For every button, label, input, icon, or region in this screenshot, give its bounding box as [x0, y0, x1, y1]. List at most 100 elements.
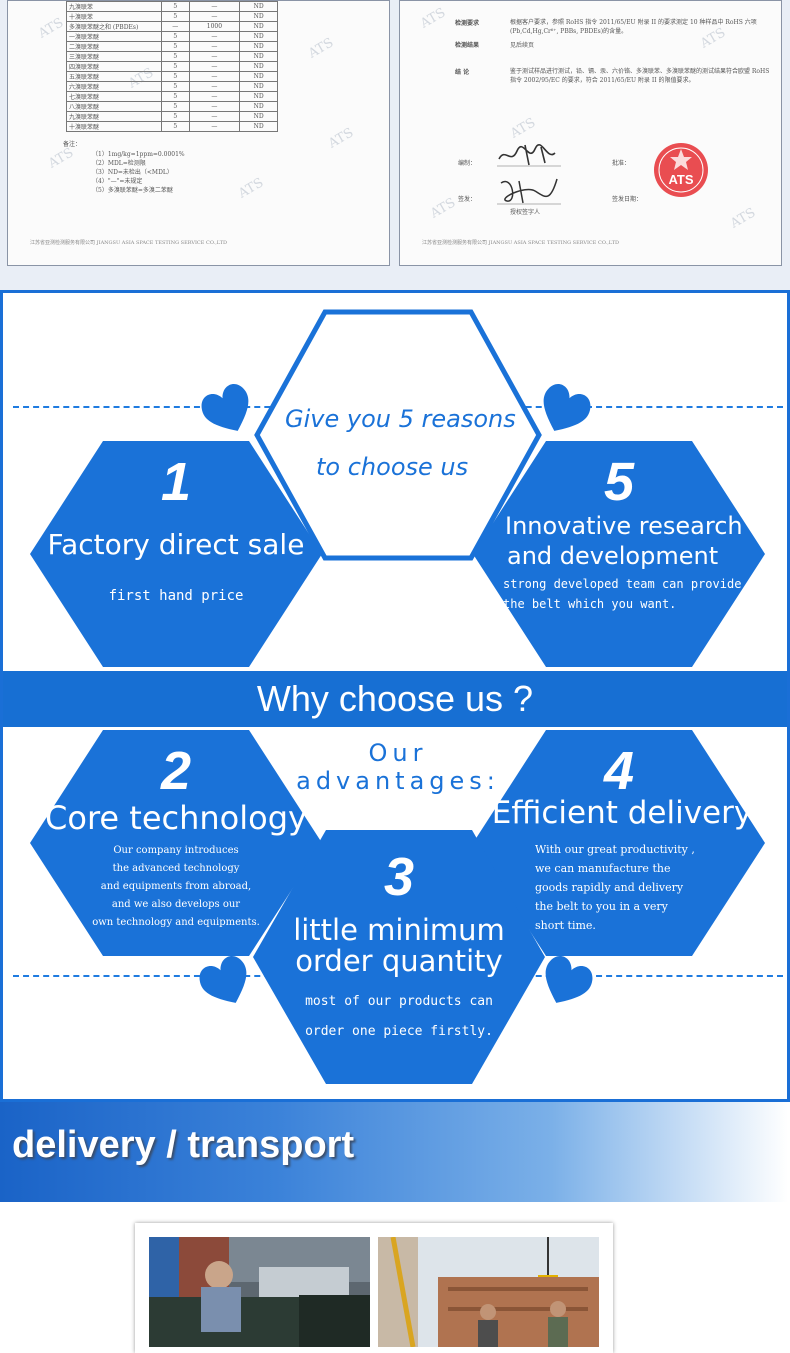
table-cell: 十溴联苯	[66, 11, 162, 22]
reason-desc: most of our products can	[305, 994, 493, 1009]
reason-title: Factory direct sale	[47, 528, 305, 561]
signature-prepared	[497, 144, 561, 167]
loading-photo	[378, 1237, 599, 1347]
table-cell: —	[188, 111, 241, 122]
table-cell: ND	[239, 111, 278, 122]
table-cell: ND	[239, 51, 278, 62]
table-cell: ND	[239, 41, 278, 52]
reason-number: 3	[383, 847, 415, 907]
watermark: ATS	[306, 35, 337, 62]
reason-desc: goods rapidly and delivery	[535, 881, 684, 894]
table-cell: —	[188, 81, 241, 92]
table-cell: ND	[239, 101, 278, 112]
intro-hexagon	[254, 309, 542, 561]
delivery-title: delivery / transport	[12, 1124, 355, 1166]
table-cell: 多溴联苯醚之和 (PBDEs)	[66, 21, 162, 32]
reason-card-5: 5 Innovative research and development st…	[473, 441, 765, 667]
reason-number: 5	[603, 452, 635, 512]
note-item: （3）ND=未检出（<MDL）	[92, 169, 173, 176]
note-item: （5）多溴联苯醚=多溴二苯醚	[92, 187, 173, 194]
issued-by-label: 签发：	[458, 196, 477, 203]
reason-desc: With our great productivity ,	[535, 843, 695, 856]
reason-desc: short time.	[535, 919, 596, 932]
table-cell: 5	[161, 51, 190, 62]
intro-line-1: Give you 5 reasons	[285, 405, 516, 433]
issue-date-label: 签发日期：	[612, 196, 643, 203]
conclusion-text: 鉴于测试样品进行测试，铅、镉、汞、六价铬、多溴联苯、多溴联苯醚的测试结果符合欧盟…	[510, 68, 770, 84]
reason-number: 1	[160, 452, 192, 512]
watermark: ATS	[428, 195, 459, 222]
advantages-line-2: advantages:	[296, 767, 500, 795]
table-cell: —	[188, 91, 241, 102]
prepared-by-label: 编制：	[458, 160, 477, 167]
watermark: ATS	[46, 145, 77, 172]
requirement-label: 检测要求	[455, 20, 480, 27]
why-choose-us-band: Why choose us ?	[3, 671, 787, 727]
table-cell: ND	[239, 11, 278, 22]
reason-desc: the advanced technology	[112, 863, 240, 874]
table-cell: 九溴联苯	[66, 1, 162, 12]
table-cell: —	[188, 51, 241, 62]
table-cell: ND	[239, 21, 278, 32]
requirement-text: 根据客户要求，参照 RoHS 指令 2011/65/EU 附录 II 的要求测定…	[510, 19, 757, 35]
watermark: ATS	[418, 5, 449, 32]
table-cell: —	[188, 71, 241, 82]
seal-text: ATS	[668, 172, 693, 187]
reason-card-2: 2 Core technology Our company introduces…	[30, 730, 322, 956]
reason-title: Innovative research	[505, 512, 743, 540]
report-footer: 江苏省亚测检测服务有限公司 JIANGSU ASIA SPACE TESTING…	[30, 240, 228, 246]
note-item: （2）MDL=检测限	[92, 160, 146, 167]
table-cell: 八溴联苯醚	[66, 101, 162, 112]
table-cell: 九溴联苯醚	[66, 111, 162, 122]
reason-desc: Our company introduces	[113, 845, 239, 856]
table-cell: 四溴联苯醚	[66, 61, 162, 72]
table-cell: 五溴联苯醚	[66, 71, 162, 82]
heart-icon	[199, 956, 247, 1003]
table-cell: 二溴联苯醚	[66, 41, 162, 52]
table-cell: —	[188, 101, 241, 112]
note-item: （4）"—"=未规定	[92, 178, 143, 185]
table-cell: 5	[161, 1, 190, 12]
test-report-page-right: ATS ATS ATS ATS ATS 检测要求 根据客户要求，参照 RoHS …	[399, 0, 782, 266]
reason-desc: the belt which you want.	[503, 597, 677, 611]
note-item: （1）1mg/kg=1ppm=0.0001%	[92, 151, 185, 158]
table-cell: 5	[161, 61, 190, 72]
reason-desc: we can manufacture the	[535, 862, 671, 875]
table-cell: 5	[161, 91, 190, 102]
reason-card-1: 1 Factory direct sale first hand price	[30, 441, 322, 667]
reason-desc: own technology and equipments.	[92, 917, 260, 928]
reason-desc: first hand price	[108, 588, 244, 604]
watermark: ATS	[36, 15, 67, 42]
reason-desc: the belt to you in a very	[535, 900, 668, 913]
table-cell: —	[188, 1, 241, 12]
table-cell: 三溴联苯醚	[66, 51, 162, 62]
table-cell: 七溴联苯醚	[66, 91, 162, 102]
reason-desc: and we also develops our	[111, 899, 241, 910]
table-cell: 5	[161, 71, 190, 82]
table-cell: 5	[161, 101, 190, 112]
reason-title: little minimum	[293, 913, 505, 947]
table-cell: 1000	[188, 21, 241, 32]
table-cell: —	[188, 61, 241, 72]
watermark: ATS	[236, 175, 267, 202]
reason-desc: order one piece firstly.	[305, 1024, 493, 1039]
hexagon	[473, 441, 765, 667]
table-cell: ND	[239, 71, 278, 82]
hexagon	[30, 730, 322, 956]
reason-title-line-2: and development	[507, 542, 719, 570]
why-choose-us-title: Why choose us ?	[256, 678, 534, 719]
reason-desc: and equipments from abroad,	[100, 881, 252, 892]
reason-number: 4	[603, 741, 635, 801]
table-cell: 六溴联苯醚	[66, 81, 162, 92]
